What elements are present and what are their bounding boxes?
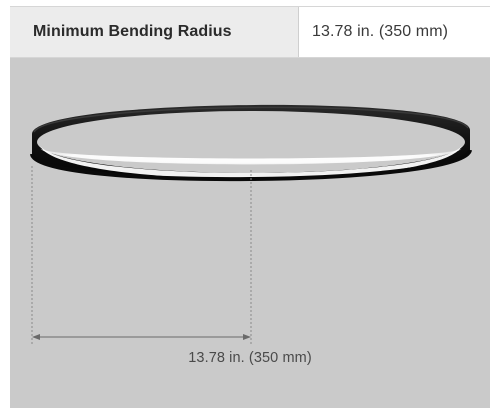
ring-light-diffuser <box>40 148 462 165</box>
dimension-arrow-left <box>32 334 40 340</box>
ring-light-glow <box>40 146 462 179</box>
ring-bottom-edge <box>30 149 472 182</box>
product-illustration: 13.78 in. (350 mm) <box>10 58 490 408</box>
ring-rim-highlight <box>33 106 469 133</box>
dimension-arrow-right <box>243 334 251 340</box>
spec-row: Minimum Bending Radius 13.78 in. (350 mm… <box>10 6 490 58</box>
dimension-label: 13.78 in. (350 mm) <box>188 350 312 366</box>
ring-light-drawing <box>30 104 472 344</box>
spec-value: 13.78 in. (350 mm) <box>299 7 490 57</box>
spec-label: Minimum Bending Radius <box>10 7 299 57</box>
